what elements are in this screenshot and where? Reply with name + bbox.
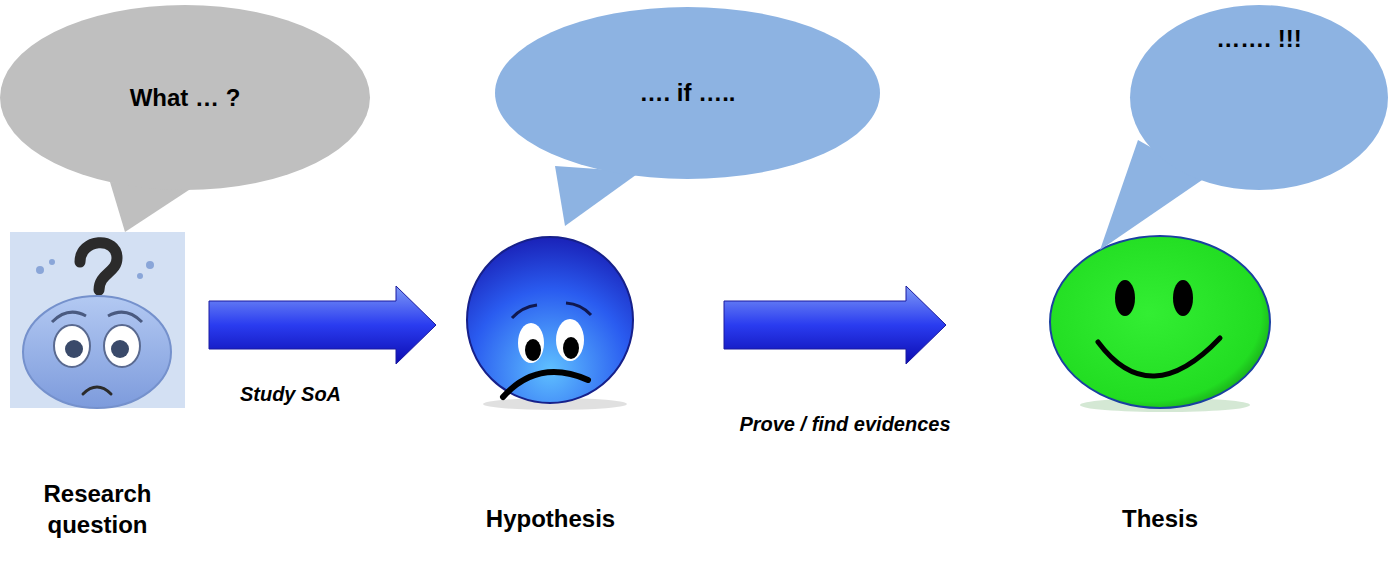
speech-bubble: What … ? <box>0 5 370 190</box>
edge-label-holder: Study SoA <box>240 383 341 406</box>
face-circle <box>23 296 171 408</box>
eyebrow <box>566 303 591 315</box>
bubble-ellipse <box>0 5 370 190</box>
bubble-text: ……. !!! <box>1216 25 1301 53</box>
caption: Research question <box>6 478 189 540</box>
edge-label: Prove / find evidences <box>739 413 950 435</box>
block-arrow <box>724 286 946 364</box>
face-circle <box>467 237 633 403</box>
bubble-text: What … ? <box>130 84 241 112</box>
eyebrow <box>108 312 142 322</box>
face-icon: Hypothesis <box>464 235 637 534</box>
pupil <box>65 340 83 358</box>
caption: Hypothesis <box>464 503 637 534</box>
speech-bubble: …. if ….. <box>495 7 880 179</box>
pupil <box>111 340 129 358</box>
sparkle-dot <box>137 273 143 279</box>
edge-label-holder: Prove / find evidences <box>739 413 950 436</box>
bubble-tail <box>555 166 640 226</box>
face-icon: Thesis <box>1044 235 1276 534</box>
eye <box>556 319 584 361</box>
bubble-ellipse <box>1130 5 1388 190</box>
block-arrow <box>209 286 436 364</box>
pupil <box>563 337 579 359</box>
eyebrow <box>512 305 537 318</box>
bubble-text: …. if ….. <box>640 79 736 107</box>
sparkle-dot <box>146 261 154 269</box>
face-icon: Research question <box>6 232 189 540</box>
eyebrow <box>52 312 86 322</box>
caption: Thesis <box>1044 503 1276 534</box>
mouth <box>83 387 111 394</box>
face-circle <box>1050 236 1270 408</box>
sparkle-dot <box>36 266 44 274</box>
mouth <box>1098 338 1220 376</box>
bubble-ellipse <box>495 7 880 179</box>
eye <box>104 325 140 367</box>
edge-label: Study SoA <box>240 383 341 405</box>
eye <box>1115 280 1135 316</box>
eye <box>54 325 90 367</box>
sparkle-dot <box>49 259 55 265</box>
eye <box>518 323 544 363</box>
pupil <box>525 339 541 361</box>
icon-background <box>10 232 185 408</box>
question-mark-symbol <box>80 243 117 290</box>
speech-bubble: ……. !!! <box>1130 5 1388 190</box>
mouth <box>503 372 588 397</box>
eye <box>1173 280 1193 316</box>
